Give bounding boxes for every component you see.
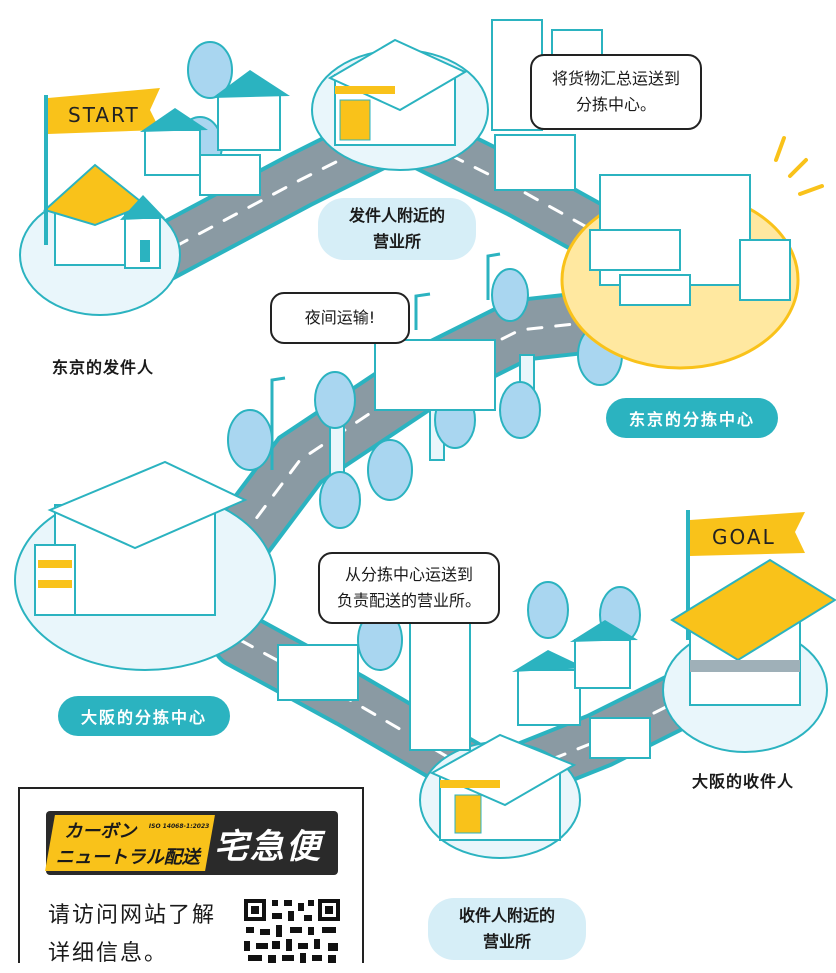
info-text-line1: 请访问网站了解: [48, 903, 217, 928]
label-sender-office: 发件人附近的营业所: [318, 198, 476, 260]
label-receiver-office-line1: 收件人附近的: [458, 906, 555, 925]
badge-left-panel: カーボン ISO 14068-1:2023 ニュートラル配送: [45, 815, 215, 871]
label-receiver-office-line2: 营业所: [482, 932, 531, 951]
info-box: カーボン ISO 14068-1:2023 ニュートラル配送 宅急便 请访问网站…: [18, 787, 364, 966]
bubble-deliver: 从分拣中心运送到负责配送的营业所。: [318, 552, 500, 624]
sender-house: [43, 163, 165, 269]
bubble-night: 夜间运输!: [270, 292, 410, 344]
info-text-line2: 详细信息。: [48, 941, 169, 966]
label-tokyo-hub: 东京的分拣中心: [606, 398, 778, 438]
label-tokyo-sender: 东京的发件人: [52, 358, 155, 377]
receiver-house: [670, 558, 836, 706]
houses-start: [140, 70, 290, 176]
start-flag-text: START: [68, 103, 140, 127]
houses-goal: [512, 620, 638, 726]
label-sender-office-line2: 营业所: [372, 232, 421, 251]
sender-office: [327, 38, 468, 146]
carbon-neutral-badge: カーボン ISO 14068-1:2023 ニュートラル配送 宅急便: [45, 811, 338, 875]
badge-line2: ニュートラル配送: [55, 847, 200, 868]
label-sender-office-line1: 发件人附近的: [348, 206, 445, 225]
qr-code[interactable]: [242, 897, 342, 965]
tower-center: [409, 599, 471, 751]
badge-iso: ISO 14068-1:2023: [148, 823, 210, 830]
bubble-consolidate-line2: 分拣中心。: [575, 95, 656, 114]
goal-flag-text: GOAL: [712, 525, 776, 549]
start-flag: START: [44, 88, 160, 245]
bubble-deliver-line1: 从分拣中心运送到: [344, 565, 473, 584]
label-receiver-office: 收件人附近的营业所: [428, 898, 586, 960]
bubble-consolidate-line1: 将货物汇总运送到: [551, 69, 680, 88]
info-text: 请访问网站了解 详细信息。: [48, 897, 216, 973]
badge-brand: 宅急便: [214, 826, 322, 867]
label-osaka-receiver: 大阪的收件人: [692, 772, 795, 791]
osaka-hub-building: [34, 460, 248, 616]
sparkle-lines: [774, 136, 824, 196]
trucks: [199, 134, 651, 759]
badge-line1: カーボン: [64, 821, 137, 842]
tokyo-hub-building: [589, 174, 791, 306]
label-osaka-hub: 大阪的分拣中心: [58, 696, 230, 736]
bubble-consolidate: 将货物汇总运送到分拣中心。: [530, 54, 702, 130]
bubble-deliver-line2: 负责配送的营业所。: [336, 591, 481, 610]
receiver-office: [429, 733, 577, 841]
